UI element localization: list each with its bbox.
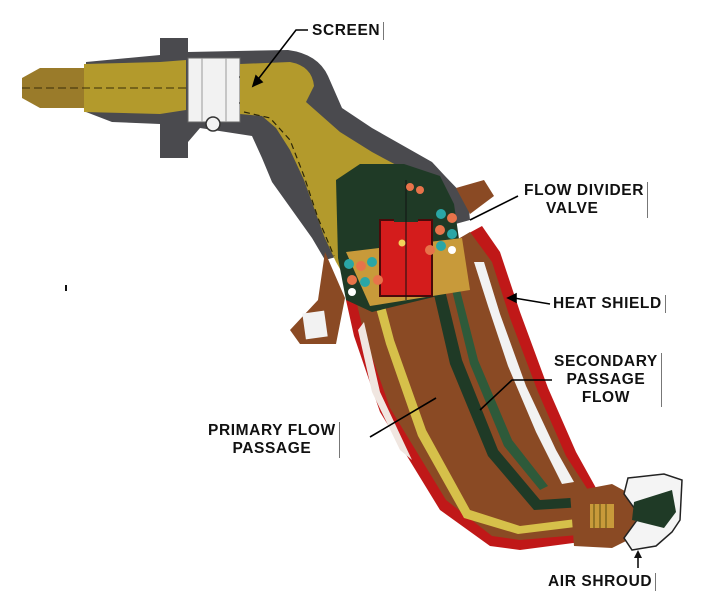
screen-leader bbox=[255, 29, 308, 83]
spring-coil bbox=[425, 245, 435, 255]
heat-shield-leader-arrow bbox=[506, 292, 517, 304]
valve-port bbox=[398, 239, 406, 247]
right-flange bbox=[456, 180, 494, 214]
valve-springs bbox=[344, 183, 457, 296]
label-flow-divider-valve: FLOW DIVIDER VALVE bbox=[524, 182, 648, 218]
secondary-leader bbox=[479, 379, 552, 411]
spray-cone bbox=[632, 490, 676, 528]
label-secondary-line1: SECONDARY bbox=[554, 353, 658, 370]
heat-shield-white-gap bbox=[474, 262, 574, 484]
primary-leader bbox=[369, 397, 437, 438]
label-screen: SCREEN bbox=[312, 22, 385, 40]
screen-holder-bolt bbox=[205, 116, 221, 132]
stem-inner-white bbox=[358, 322, 412, 460]
label-primary-line2: PASSAGE bbox=[232, 440, 312, 457]
label-flow-divider-line2: VALVE bbox=[546, 200, 599, 217]
inlet-tube bbox=[84, 60, 186, 114]
spring-coil bbox=[347, 275, 357, 285]
spring-coil bbox=[448, 246, 456, 254]
secondary-passage-tube bbox=[432, 286, 600, 510]
label-heat-shield: HEAT SHIELD bbox=[553, 295, 666, 313]
scan-speck bbox=[65, 285, 67, 291]
spring-coil bbox=[447, 213, 457, 223]
spring-coil bbox=[373, 275, 383, 285]
secondary-passage-tube-2 bbox=[452, 290, 548, 490]
stem-body bbox=[356, 232, 590, 540]
spring-coil bbox=[435, 225, 445, 235]
leader-lines bbox=[251, 29, 552, 438]
label-secondary-line3: FLOW bbox=[581, 389, 630, 406]
heat-shield-leader bbox=[513, 297, 551, 305]
shroud-arrow-head bbox=[634, 550, 642, 558]
brass-inner-dash bbox=[243, 111, 335, 257]
spring-coil bbox=[416, 186, 424, 194]
label-secondary-passage-flow: SECONDARY PASSAGE FLOW bbox=[554, 353, 662, 407]
primary-flow-passage-tube bbox=[366, 272, 600, 534]
flange-white-pad bbox=[302, 310, 328, 340]
label-air-shroud: AIR SHROUD bbox=[548, 573, 657, 591]
spring-coil bbox=[356, 261, 366, 271]
screen-holder bbox=[187, 57, 241, 123]
flow-divider-leader bbox=[469, 195, 519, 221]
label-secondary-line2: PASSAGE bbox=[566, 371, 646, 388]
spring-coil bbox=[447, 229, 457, 239]
spring-coil bbox=[344, 259, 354, 269]
label-primary-flow-passage: PRIMARY FLOW PASSAGE bbox=[208, 422, 340, 458]
screen-leader-arrow bbox=[251, 74, 264, 88]
spring-coil bbox=[367, 257, 377, 267]
spring-coil bbox=[406, 183, 414, 191]
label-flow-divider-line1: FLOW DIVIDER bbox=[524, 182, 644, 199]
air-shroud-tip bbox=[570, 473, 683, 568]
spring-coil bbox=[436, 241, 446, 251]
label-primary-line1: PRIMARY FLOW bbox=[208, 422, 336, 439]
spring-coil bbox=[436, 209, 446, 219]
flow-divider-valve-assembly bbox=[336, 164, 470, 312]
spring-coil bbox=[348, 288, 356, 296]
nozzle-stem bbox=[346, 226, 600, 550]
spring-coil bbox=[360, 277, 370, 287]
